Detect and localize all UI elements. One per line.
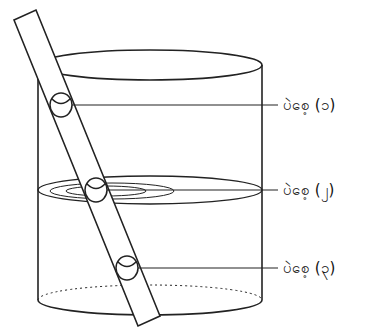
glass-wall <box>37 65 39 300</box>
leader-line <box>138 267 278 268</box>
stick <box>14 10 160 326</box>
leader-line <box>107 189 278 190</box>
seed-label: ပဲစေ့ (၂) <box>282 181 335 199</box>
seed <box>50 93 72 117</box>
seed-line <box>87 184 105 189</box>
seed <box>85 178 107 202</box>
seed-label: ပဲစေ့ (၁) <box>282 96 336 114</box>
seed <box>116 256 138 280</box>
glass-rim <box>38 50 262 80</box>
seed-label: ပဲစေ့ (၃) <box>282 259 336 277</box>
leader-line <box>72 104 278 105</box>
seed-line <box>118 262 136 267</box>
glass-wall <box>261 65 263 300</box>
seed-line <box>52 99 70 104</box>
